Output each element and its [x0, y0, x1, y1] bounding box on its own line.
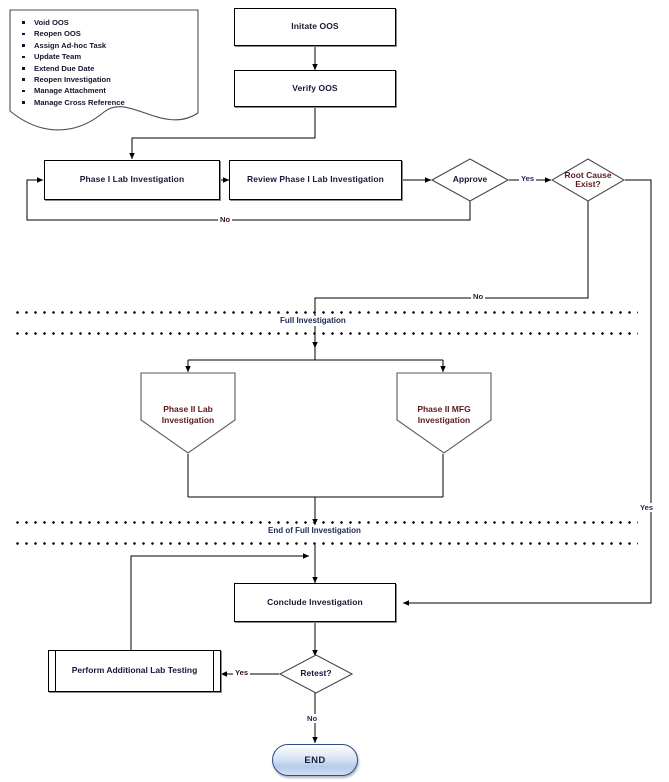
actions-note: Void OOS Reopen OOS Assign Ad-hoc Task U…	[8, 8, 200, 133]
node-phase1-lab-investigation[interactable]: Phase I Lab Investigation	[44, 160, 220, 200]
node-phase2-lab-investigation-label: Phase II Lab Investigation	[161, 404, 215, 425]
edge-label-retest-yes: Yes	[233, 668, 251, 677]
edge-label-root-cause-no: No	[471, 292, 486, 301]
node-conclude-investigation-label: Conclude Investigation	[267, 596, 363, 607]
edge-label-retest-no: No	[305, 714, 320, 723]
node-end-terminator-label: END	[304, 754, 326, 766]
decision-retest-label: Retest?	[300, 668, 332, 679]
diamond-shape	[431, 158, 509, 202]
full-investigation-band-top	[16, 311, 638, 314]
node-verify-oos-label: Verify OOS	[292, 82, 338, 93]
node-initiate-oos-label: Initate OOS	[291, 21, 339, 32]
end-of-full-investigation-band-top	[16, 521, 638, 524]
node-phase2-lab-investigation[interactable]: Phase II Lab Investigation	[140, 372, 236, 454]
diamond-shape	[279, 654, 353, 694]
node-phase2-mfg-investigation[interactable]: Phase II MFG Investigation	[396, 372, 492, 454]
diamond-shape	[551, 158, 625, 202]
node-initiate-oos[interactable]: Initate OOS	[234, 8, 396, 46]
list-item: Reopen Investigation	[22, 74, 200, 85]
node-perform-additional-lab-testing[interactable]: Perform Additional Lab Testing	[48, 650, 221, 692]
full-investigation-band-bottom	[16, 332, 638, 335]
band-label-end-of-full-investigation: End of Full Investigation	[264, 526, 365, 536]
node-end-terminator[interactable]: END	[272, 744, 358, 776]
decision-root-cause-exist[interactable]: Root Cause Exist?	[551, 158, 625, 202]
list-item: Extend Due Date	[22, 63, 200, 74]
pentagon-shape	[140, 372, 236, 454]
node-review-phase1-lab-investigation-label: Review Phase I Lab Investigation	[247, 174, 384, 185]
list-item: Assign Ad-hoc Task	[22, 40, 200, 51]
actions-note-list: Void OOS Reopen OOS Assign Ad-hoc Task U…	[8, 8, 200, 108]
edge-label-approve-yes: Yes	[519, 174, 537, 183]
pentagon-shape	[396, 372, 492, 454]
band-label-full-investigation: Full Investigation	[276, 316, 350, 326]
edge-label-root-cause-yes: Yes	[638, 503, 656, 512]
list-item: Reopen OOS	[22, 28, 200, 39]
node-conclude-investigation[interactable]: Conclude Investigation	[234, 583, 396, 622]
node-perform-additional-lab-testing-label: Perform Additional Lab Testing	[71, 665, 198, 676]
decision-retest[interactable]: Retest?	[279, 654, 353, 694]
decision-root-cause-exist-label: Root Cause Exist?	[564, 169, 612, 189]
list-item: Void OOS	[22, 17, 200, 28]
node-review-phase1-lab-investigation[interactable]: Review Phase I Lab Investigation	[229, 160, 402, 200]
list-item: Manage Attachment	[22, 85, 200, 96]
node-verify-oos[interactable]: Verify OOS	[234, 70, 396, 107]
note-document-shape	[9, 9, 199, 131]
node-phase2-mfg-investigation-label: Phase II MFG Investigation	[417, 404, 471, 425]
list-item: Manage Cross Reference	[22, 97, 200, 108]
list-item: Update Team	[22, 51, 200, 62]
edge-label-review-no: No	[218, 215, 233, 224]
decision-approve[interactable]: Approve	[431, 158, 509, 202]
node-phase1-lab-investigation-label: Phase I Lab Investigation	[79, 174, 185, 185]
end-of-full-investigation-band-bottom	[16, 542, 638, 545]
decision-approve-label: Approve	[452, 174, 488, 185]
